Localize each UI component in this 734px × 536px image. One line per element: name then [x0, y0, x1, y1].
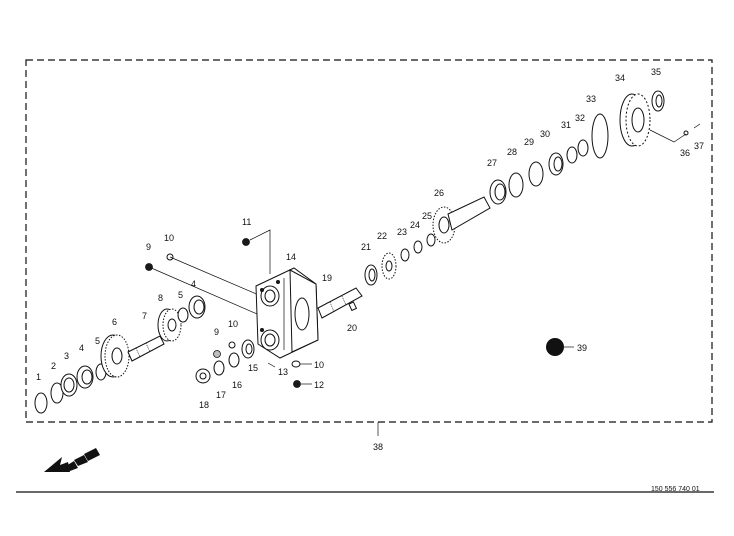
callout-22: 22	[377, 231, 387, 241]
callout-37: 37	[694, 141, 704, 151]
callout-9: 9	[146, 242, 151, 252]
part-23-ring	[400, 248, 410, 262]
callout-19: 19	[322, 273, 332, 283]
document-number: 150 556 740 01	[651, 486, 700, 493]
callout-5: 5	[95, 336, 100, 346]
part-9-nut-lower	[213, 350, 221, 358]
part-16-ring	[228, 352, 240, 368]
callout-28: 28	[507, 147, 517, 157]
part-21-ring	[364, 264, 378, 286]
callout-10: 10	[164, 233, 174, 243]
part-13-pin	[267, 362, 276, 368]
part-37-screw	[693, 123, 701, 129]
part-10-o-ring-right	[291, 360, 301, 368]
callout-14: 14	[286, 252, 296, 262]
callout-1: 1	[36, 372, 41, 382]
callout-21: 21	[361, 242, 371, 252]
callout-29: 29	[524, 137, 534, 147]
callout-16: 16	[232, 380, 242, 390]
callout-7: 7	[142, 311, 147, 321]
callout-35: 35	[651, 67, 661, 77]
callout-2: 2	[51, 361, 56, 371]
callout-31: 31	[561, 120, 571, 130]
callout-23: 23	[397, 227, 407, 237]
callout-24: 24	[410, 220, 420, 230]
part-24-ring	[413, 240, 423, 254]
callout-25: 25	[422, 211, 432, 221]
direction-arrow-icon	[44, 448, 100, 472]
callout-4: 4	[79, 343, 84, 353]
callout-10c: 10	[314, 360, 324, 370]
part-6-gear	[100, 334, 130, 378]
part-19-shaft	[317, 287, 363, 319]
callout-30: 30	[540, 129, 550, 139]
callout-5b: 5	[178, 290, 183, 300]
callout-36: 36	[680, 148, 690, 158]
part-29-ring	[528, 161, 544, 187]
callout-18: 18	[199, 400, 209, 410]
part-32-ring	[577, 139, 589, 157]
part-12-plug	[293, 380, 301, 388]
part-33-o-ring	[591, 113, 609, 159]
part-4-bearing-upper	[188, 295, 206, 319]
callout-6: 6	[112, 317, 117, 327]
part-25-ring	[426, 233, 436, 247]
part-35-seal	[651, 90, 665, 112]
callout-3: 3	[64, 351, 69, 361]
part-15-bearing	[241, 339, 255, 359]
callout-11: 11	[242, 217, 251, 227]
part-8-gear	[157, 308, 182, 342]
callout-15: 15	[248, 363, 258, 373]
part-27-bearing	[489, 179, 507, 205]
part-39-kit-marker	[546, 338, 564, 356]
part-7-shaft	[127, 335, 165, 362]
part-3-shim	[60, 373, 78, 397]
part-5-ring-upper	[177, 307, 189, 323]
part-31-ring	[566, 146, 578, 164]
part-22-gear	[381, 252, 397, 280]
callout-8: 8	[158, 293, 163, 303]
callout-20: 20	[347, 323, 357, 333]
part-34-cover	[619, 93, 651, 147]
part-17-ring	[213, 360, 225, 376]
callout-9b: 9	[214, 327, 219, 337]
callout-39: 39	[577, 343, 587, 353]
part-20-key	[348, 301, 358, 312]
part-10-washer-lower	[228, 341, 236, 349]
callout-10b: 10	[228, 319, 238, 329]
part-4-bearing	[76, 365, 94, 389]
part-11-bolt	[242, 238, 250, 246]
callout-26: 26	[434, 188, 444, 198]
callout-13: 13	[278, 367, 288, 377]
part-14-housing	[255, 267, 319, 359]
callout-32: 32	[575, 113, 585, 123]
callout-12: 12	[314, 380, 324, 390]
part-28-ring	[508, 172, 524, 198]
callout-33: 33	[586, 94, 596, 104]
part-26-gear-shaft	[432, 196, 491, 244]
assembly-boundary	[25, 59, 713, 423]
part-30-bearing	[548, 152, 564, 176]
callout-4b: 4	[191, 279, 196, 289]
part-36-washer	[683, 130, 689, 136]
callout-34: 34	[615, 73, 625, 83]
callout-17: 17	[216, 390, 226, 400]
part-1-snap-ring	[34, 392, 48, 414]
part-18-washer	[195, 368, 211, 384]
callout-27: 27	[487, 158, 497, 168]
callout-labels: 1 2 3 4 5 6 7 8 5 4 9 10 9 10 11 12 13 1…	[36, 67, 704, 452]
callout-38: 38	[373, 442, 383, 452]
